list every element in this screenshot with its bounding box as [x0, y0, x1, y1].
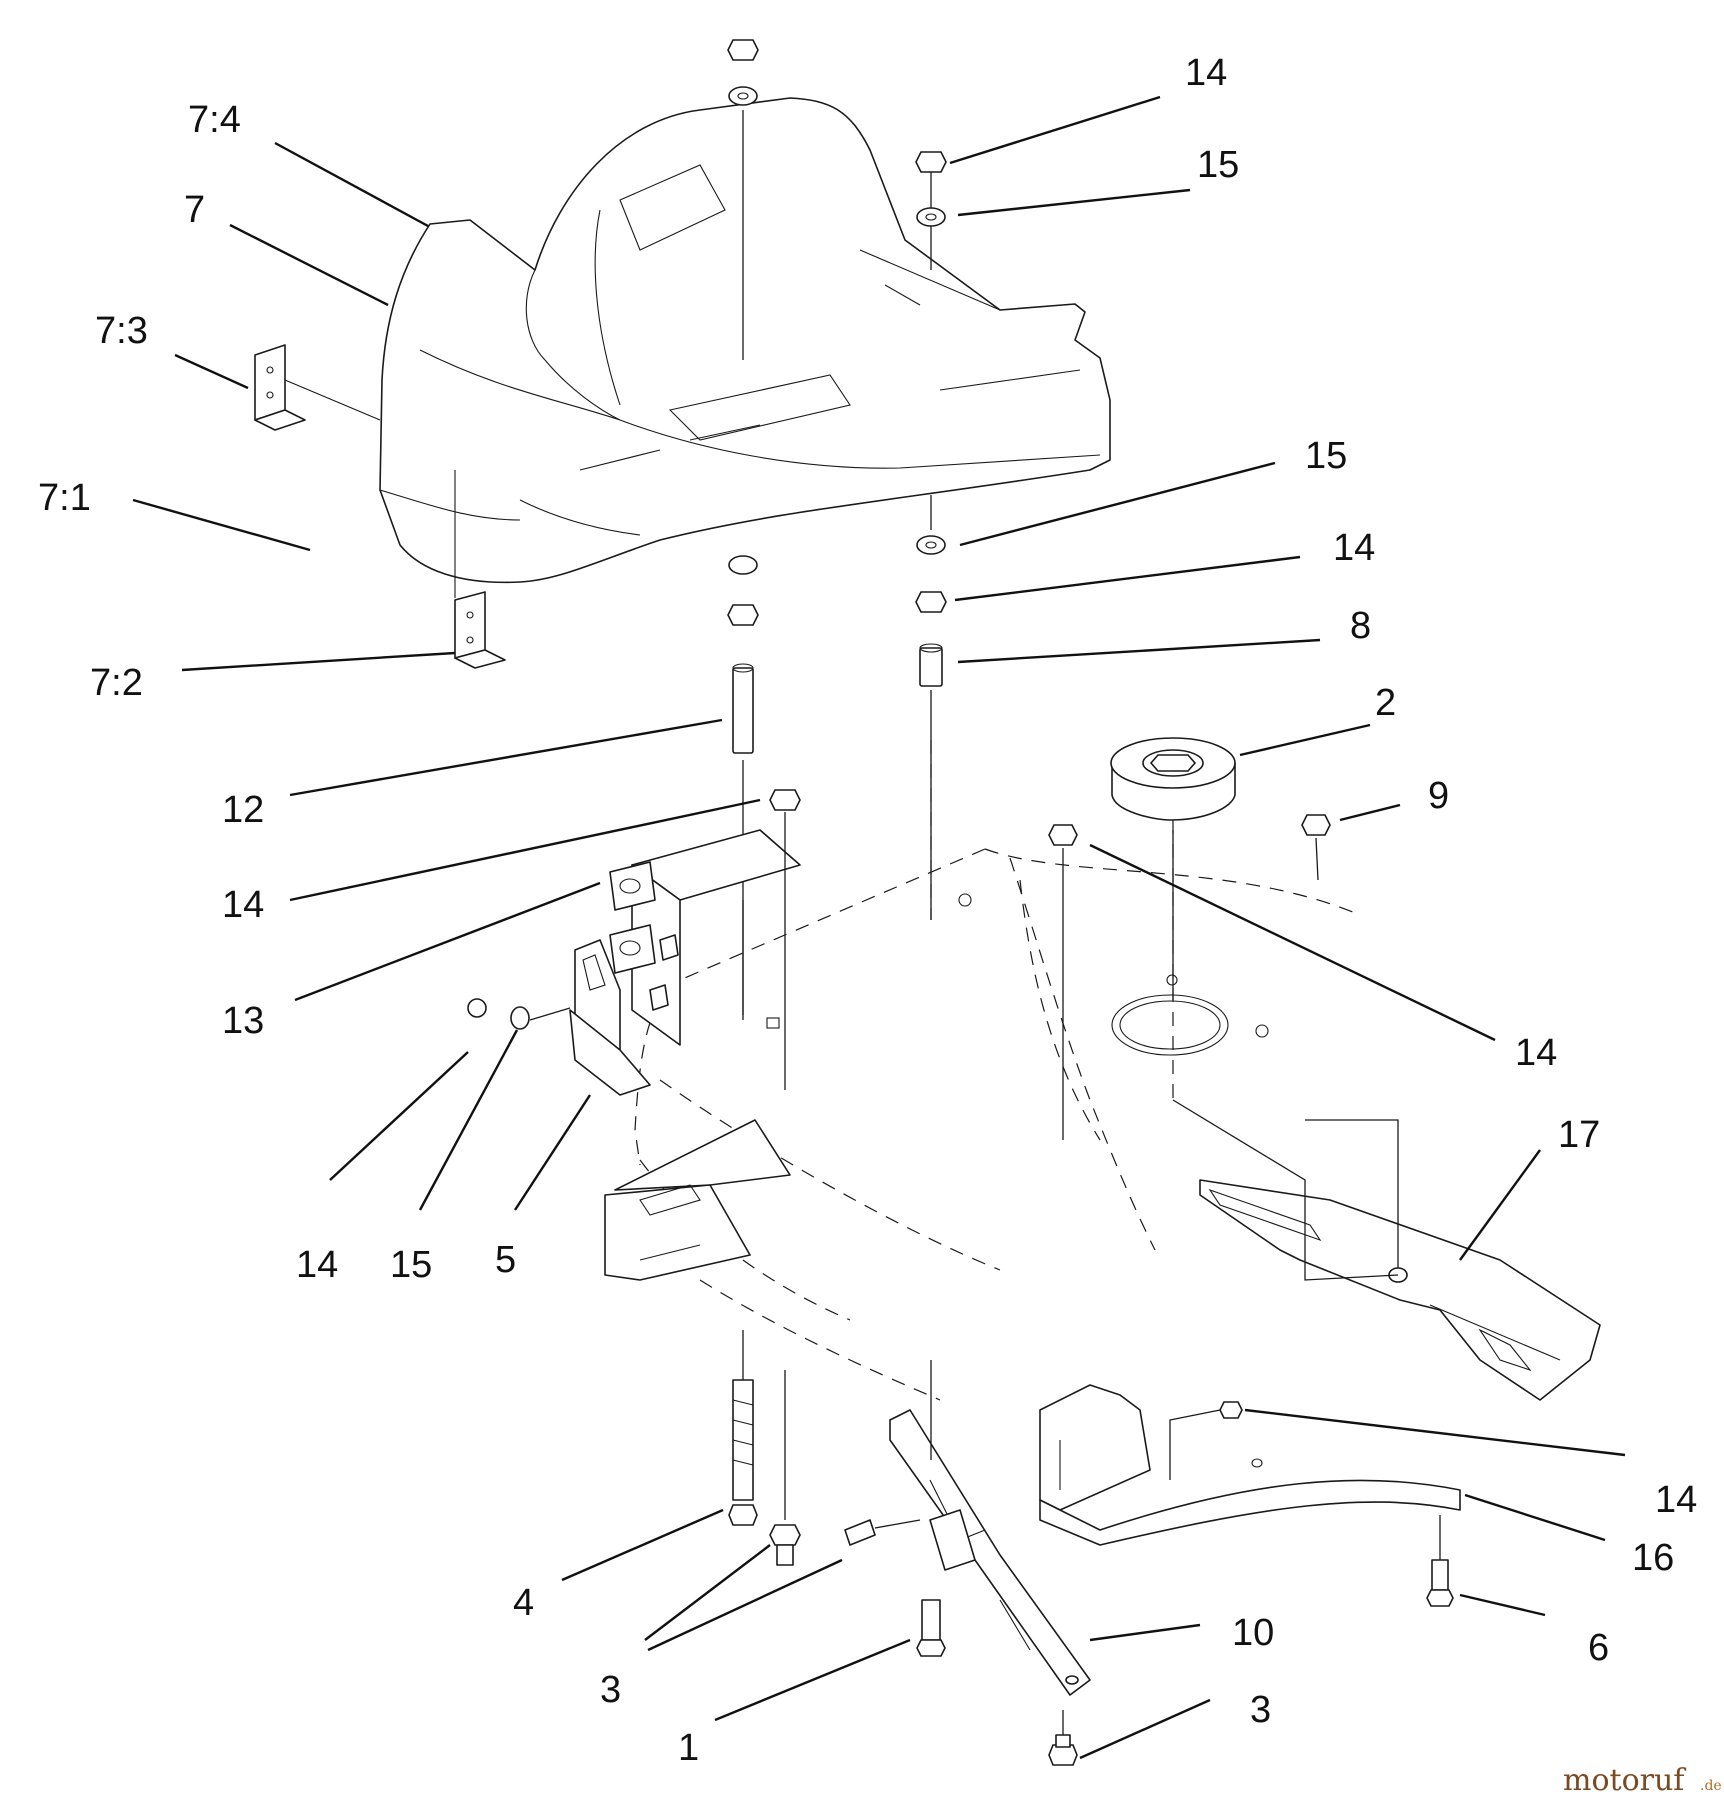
callout-14-b: 14	[1333, 527, 1375, 569]
watermark-suffix: .de	[1700, 1778, 1722, 1794]
callout-15-c: 15	[390, 1244, 432, 1286]
bolt-part-6	[1426, 1515, 1454, 1607]
callout-7-2: 7:2	[90, 662, 143, 704]
callout-15-b: 15	[1305, 435, 1347, 477]
callout-12: 12	[222, 789, 264, 831]
callout-7-1: 7:1	[38, 477, 91, 519]
deck-outline	[634, 848, 1361, 1401]
callout-10: 10	[1232, 1612, 1274, 1654]
callout-labels: 7:4 7 7:3 7:1 7:2 14 15 15 14 8 2 9 12 1…	[38, 52, 1697, 1769]
callout-7-3: 7:3	[95, 310, 148, 352]
nut-14-right	[1048, 824, 1078, 1140]
callout-14-c: 14	[222, 884, 264, 926]
watermark-text: motoruf	[1563, 1763, 1686, 1798]
bracket-7-3-line	[284, 379, 381, 421]
pulley-part-2	[1110, 737, 1236, 1100]
callout-5: 5	[495, 1239, 516, 1281]
blade-part-17	[1172, 1099, 1601, 1401]
callout-3-b: 3	[1250, 1689, 1271, 1731]
callout-14-e: 14	[296, 1244, 338, 1286]
callout-16: 16	[1632, 1537, 1674, 1579]
left-stack	[727, 39, 759, 1020]
bolt-part-3-c	[1048, 1710, 1078, 1766]
bolt-part-3-b	[844, 1519, 921, 1546]
callout-9: 9	[1428, 775, 1449, 817]
watermark-logo: motoruf .de	[1563, 1763, 1722, 1798]
callout-14-a: 14	[1185, 52, 1227, 94]
deflector-part-5	[467, 939, 651, 1096]
callout-17: 17	[1558, 1114, 1600, 1156]
callout-8: 8	[1350, 605, 1371, 647]
callout-2: 2	[1375, 682, 1396, 724]
leader-lines	[132, 95, 1626, 1760]
callout-7-4: 7:4	[188, 99, 241, 141]
callout-14-d: 14	[1515, 1032, 1557, 1074]
bracket-7-2	[454, 470, 506, 669]
bolt-part-4	[728, 1330, 758, 1526]
callout-6: 6	[1588, 1627, 1609, 1669]
belt-cover-part-7	[379, 97, 1111, 584]
right-stack	[915, 151, 947, 920]
callout-7: 7	[184, 189, 205, 231]
right-bar-part-16	[1039, 1384, 1461, 1546]
bolt-part-3-a	[769, 1370, 801, 1566]
bolt-part-1	[916, 1599, 946, 1657]
callout-15-a: 15	[1197, 144, 1239, 186]
callout-3-a: 3	[600, 1669, 621, 1711]
bracket-part-10	[889, 1360, 1091, 1696]
callout-1: 1	[678, 1727, 699, 1769]
bracket-part-13	[609, 789, 801, 1090]
nut-part-9	[1301, 814, 1331, 881]
bracket-7-3	[254, 344, 306, 431]
callout-14-f: 14	[1655, 1479, 1697, 1521]
callout-4: 4	[513, 1582, 534, 1624]
lower-left-bracket	[604, 1119, 791, 1281]
callout-13: 13	[222, 1000, 264, 1042]
